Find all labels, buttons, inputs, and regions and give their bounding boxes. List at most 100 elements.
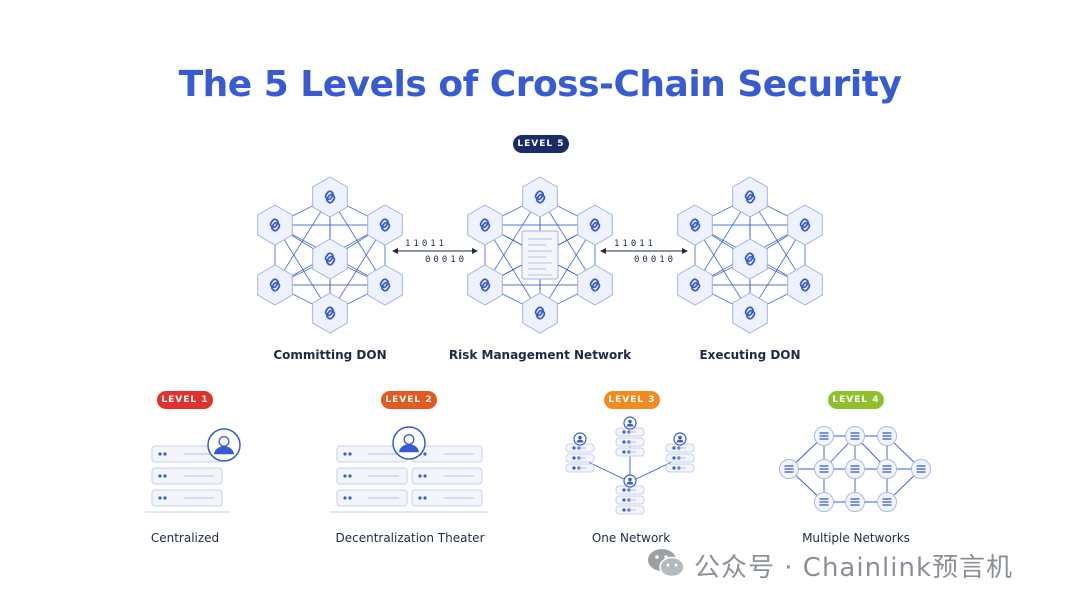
- avatar-body: [626, 423, 634, 427]
- chain-link-icon: [690, 281, 701, 292]
- server-light: [158, 474, 162, 478]
- server-light: [418, 496, 422, 500]
- node-hexagon: [257, 264, 293, 306]
- server-light: [343, 474, 347, 478]
- avatar-body: [576, 439, 584, 443]
- server-light: [622, 430, 626, 434]
- one-network-icon: [565, 416, 695, 515]
- centralized-icon: [145, 428, 241, 513]
- avatar-head: [678, 435, 682, 440]
- server-light: [343, 452, 347, 456]
- chain-link-icon: [800, 221, 811, 232]
- node-hexagon: [367, 204, 403, 246]
- server-light: [572, 456, 576, 460]
- server-light: [158, 496, 162, 500]
- server-light: [423, 452, 427, 456]
- risk-management-network-cluster: [467, 176, 613, 334]
- arrow-head-right: [472, 248, 478, 254]
- avatar-body: [626, 481, 634, 485]
- node-hexagon: [257, 204, 293, 246]
- node-hexagon: [732, 292, 768, 334]
- node-hexagon: [732, 238, 768, 280]
- level-3-badge: LEVEL 3: [604, 391, 660, 409]
- arrow-head-left: [392, 248, 398, 254]
- chain-link-icon: [590, 221, 601, 232]
- chain-link-icon: [380, 221, 391, 232]
- chain-link-icon: [745, 255, 756, 266]
- bits-lower-right: 00010: [634, 255, 677, 265]
- server-light: [348, 474, 352, 478]
- level-5-badge: LEVEL 5: [513, 135, 569, 153]
- server-light: [622, 440, 626, 444]
- server-light: [348, 452, 352, 456]
- arrow-risk-executing: [600, 248, 688, 254]
- node-hexagon: [312, 292, 348, 334]
- node-hexagon: [367, 264, 403, 306]
- server-light: [348, 496, 352, 500]
- avatar-body: [399, 444, 419, 453]
- level-2-badge: LEVEL 2: [381, 391, 437, 409]
- chain-link-icon: [325, 193, 336, 204]
- chain-link-icon: [380, 281, 391, 292]
- chain-link-icon: [480, 221, 491, 232]
- avatar-head: [628, 477, 632, 482]
- chain-link-icon: [535, 193, 546, 204]
- arrow-committing-risk: [392, 248, 478, 254]
- node-hexagon: [467, 264, 503, 306]
- executing-don-cluster: [677, 176, 823, 334]
- server-light: [572, 446, 576, 450]
- server-light: [622, 450, 626, 454]
- chain-link-icon: [535, 309, 546, 320]
- wechat-icon: [646, 546, 686, 580]
- avatar-head: [218, 436, 230, 447]
- server-light: [572, 466, 576, 470]
- server-light: [163, 496, 167, 500]
- server-light: [163, 474, 167, 478]
- node-hexagon: [467, 204, 503, 246]
- chain-link-icon: [745, 193, 756, 204]
- chain-link-icon: [590, 281, 601, 292]
- server-light: [163, 452, 167, 456]
- chain-link-icon: [480, 281, 491, 292]
- node-hexagon: [787, 264, 823, 306]
- node-hexagon: [577, 264, 613, 306]
- multiple-networks-icon: [779, 426, 931, 512]
- chain-link-icon: [690, 221, 701, 232]
- level-4-label: Multiple Networks: [802, 531, 910, 545]
- server-light: [622, 488, 626, 492]
- level-3-label: One Network: [591, 531, 671, 545]
- executing-don-label: Executing DON: [699, 348, 801, 362]
- chain-link-icon: [270, 281, 281, 292]
- node-hexagon: [577, 204, 613, 246]
- avatar-body: [676, 439, 684, 443]
- server-light: [423, 474, 427, 478]
- chain-link-icon: [745, 309, 756, 320]
- node-hexagon: [522, 292, 558, 334]
- bits-upper-left: 11011: [405, 239, 448, 249]
- node-hexagon: [677, 264, 713, 306]
- decentralization-theater-icon: [330, 426, 488, 513]
- chain-link-icon: [270, 221, 281, 232]
- node-hexagon: [522, 176, 558, 218]
- avatar-body: [214, 446, 234, 455]
- server-light: [343, 496, 347, 500]
- server-light: [672, 456, 676, 460]
- level-2-label: Decentralization Theater: [335, 531, 485, 545]
- server-light: [418, 474, 422, 478]
- avatar-head: [403, 434, 415, 445]
- server-light: [622, 498, 626, 502]
- committing-don-label: Committing DON: [273, 348, 387, 362]
- node-hexagon: [787, 204, 823, 246]
- chain-link-icon: [800, 281, 811, 292]
- page-title: The 5 Levels of Cross-Chain Security: [178, 64, 902, 105]
- server-light: [672, 466, 676, 470]
- avatar-head: [578, 435, 582, 440]
- node-hexagon: [312, 176, 348, 218]
- arrow-head-left: [600, 248, 606, 254]
- document-icon: [521, 230, 559, 280]
- level-1-badge: LEVEL 1: [157, 391, 213, 409]
- avatar-head: [628, 419, 632, 424]
- server-light: [622, 508, 626, 512]
- node-hexagon: [732, 176, 768, 218]
